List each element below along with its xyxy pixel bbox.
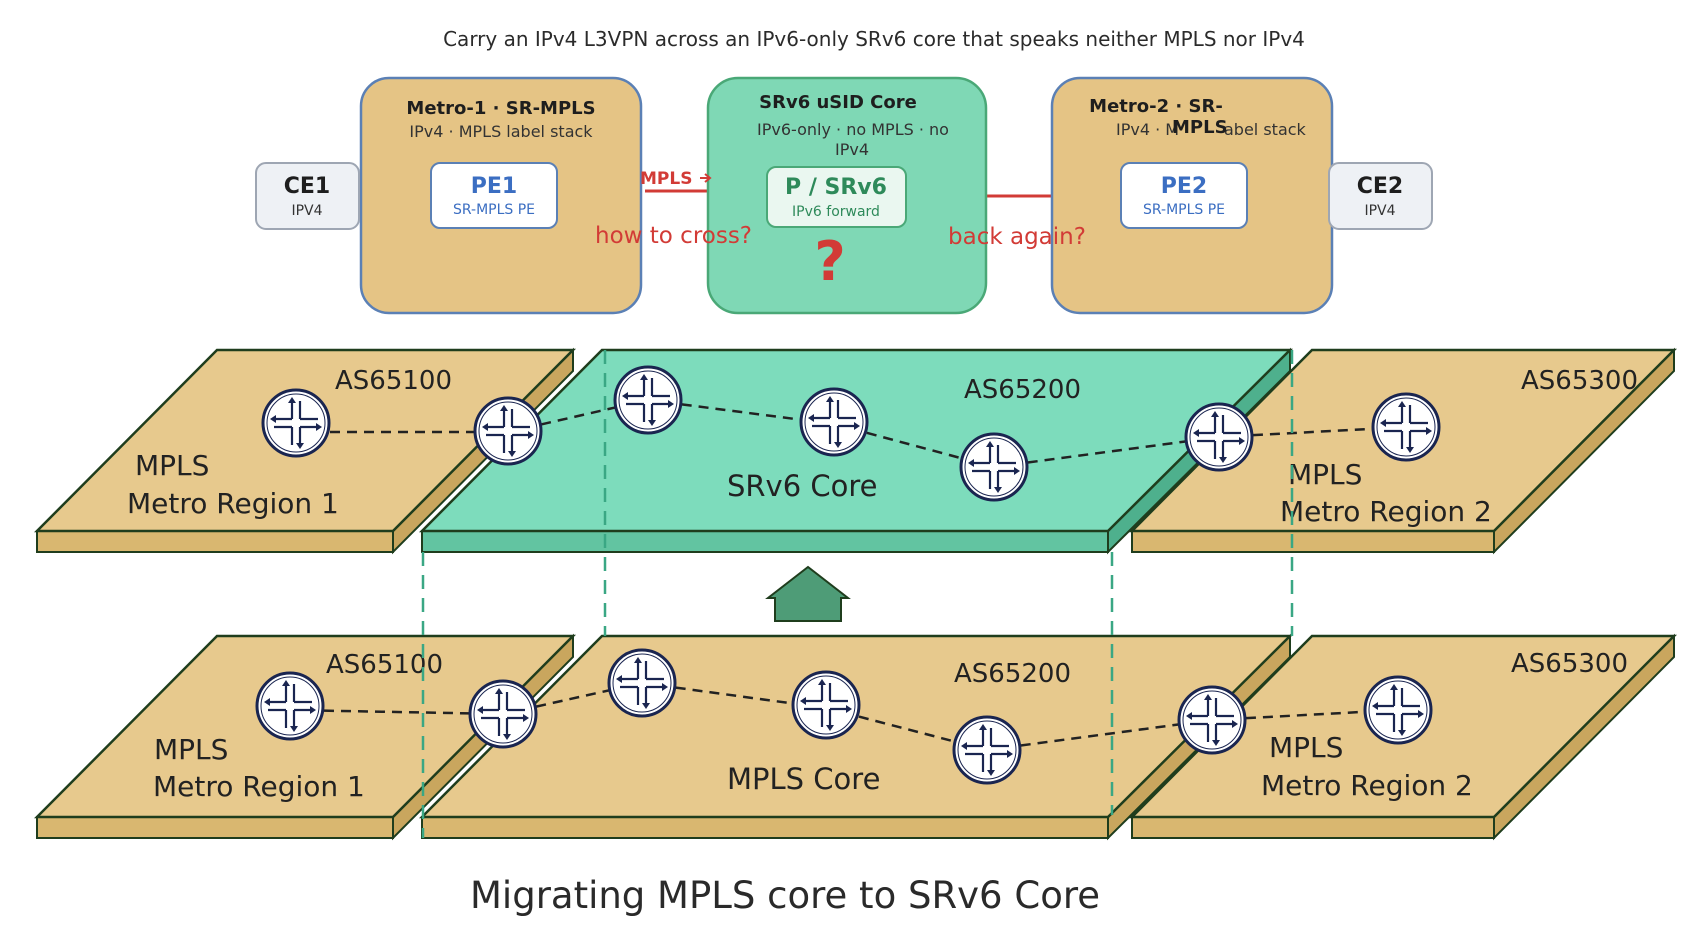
upper-left-line1: MPLS <box>135 449 209 482</box>
core-subtitle-line2: IPv4 <box>835 140 869 159</box>
p-srv6-sub: IPv6 forward <box>792 204 880 220</box>
upper-right-line2: Metro Region 2 <box>1280 495 1492 528</box>
p-srv6-box <box>766 166 907 228</box>
ce1-box <box>255 162 360 230</box>
router-icon <box>613 365 683 435</box>
router-icon <box>959 432 1029 502</box>
lower-left-line1: MPLS <box>154 733 228 766</box>
lower-core-as: AS65200 <box>954 659 1071 689</box>
metro2-title-line2: MPLS <box>1172 117 1228 138</box>
pe1-box <box>430 162 558 229</box>
p-srv6-name: P / SRv6 <box>785 175 887 200</box>
migration-up-arrow <box>765 565 851 622</box>
metro2-subtitle-right: abel stack <box>1224 120 1307 139</box>
question-mark: ? <box>814 230 845 293</box>
ce2-box <box>1328 162 1433 230</box>
ce2-name: CE2 <box>1357 174 1403 199</box>
metro1-title: Metro-1 · SR-MPLS <box>406 98 595 119</box>
router-icon <box>799 387 869 457</box>
router-icon <box>1184 402 1254 472</box>
metro1-subtitle: IPv4 · MPLS label stack <box>409 122 593 141</box>
ce1-name: CE1 <box>284 174 330 199</box>
router-icon <box>791 670 861 740</box>
upper-core-as: AS65200 <box>964 375 1081 405</box>
ce1-sub: IPV4 <box>291 203 322 219</box>
upper-right-as: AS65300 <box>1521 366 1638 396</box>
router-icon <box>261 388 331 458</box>
core-subtitle-line1: IPv6-only · no MPLS · no <box>757 120 949 139</box>
router-icon <box>468 679 538 749</box>
lower-right-line1: MPLS <box>1269 731 1343 764</box>
back-again-label: back again? <box>948 224 1086 250</box>
mpls-arrow-icon <box>700 173 712 183</box>
lower-right-line2: Metro Region 2 <box>1261 769 1473 802</box>
lower-left-line2: Metro Region 1 <box>153 770 365 803</box>
lower-right-as: AS65300 <box>1511 649 1628 679</box>
router-icon <box>1177 685 1247 755</box>
upper-right-line1: MPLS <box>1288 458 1362 491</box>
diagram-caption: Migrating MPLS core to SRv6 Core <box>470 874 1100 917</box>
upper-left-as: AS65100 <box>335 366 452 396</box>
router-icon <box>952 715 1022 785</box>
router-icon <box>607 648 677 718</box>
upper-left-line2: Metro Region 1 <box>127 487 339 520</box>
pe2-sub: SR-MPLS PE <box>1143 202 1225 218</box>
router-icon <box>1371 392 1441 462</box>
vertical-guides <box>421 350 1294 838</box>
pe2-name: PE2 <box>1161 174 1207 199</box>
metro2-title-line1: Metro-2 · SR- <box>1089 96 1223 117</box>
router-icon <box>1363 675 1433 745</box>
pe2-box <box>1120 162 1248 229</box>
lower-core-label: MPLS Core <box>727 762 880 796</box>
how-to-cross-label: how to cross? <box>595 223 752 249</box>
router-icon <box>473 396 543 466</box>
router-icon <box>255 671 325 741</box>
core-title: SRv6 uSID Core <box>759 92 917 113</box>
pe1-name: PE1 <box>471 174 517 199</box>
top-title: Carry an IPv4 L3VPN across an IPv6-only … <box>443 27 1305 51</box>
upper-core-label: SRv6 Core <box>727 469 878 503</box>
lower-left-as: AS65100 <box>326 650 443 680</box>
metro2-subtitle-left: IPv4 · M <box>1116 120 1179 139</box>
ce2-sub: IPV4 <box>1364 203 1395 219</box>
mpls-link-label: MPLS <box>640 169 692 189</box>
pe1-sub: SR-MPLS PE <box>453 202 535 218</box>
